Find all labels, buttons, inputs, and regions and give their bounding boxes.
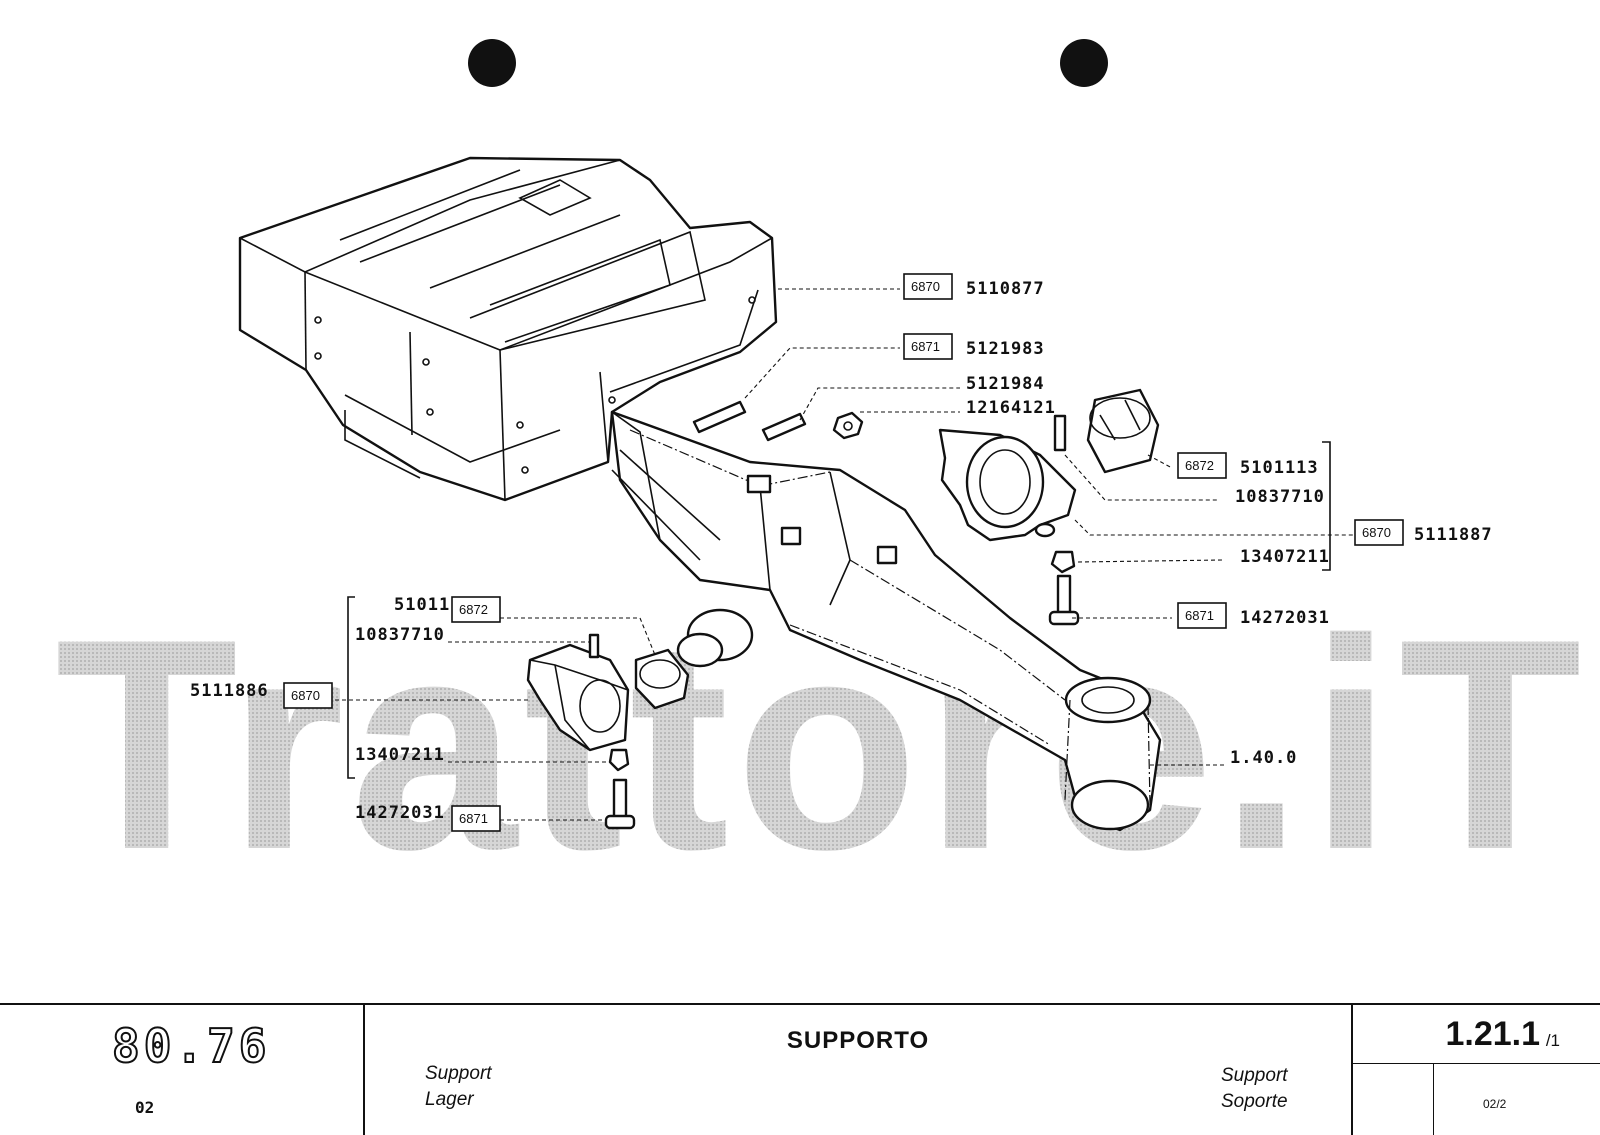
code-vertical-divider <box>1433 1063 1434 1135</box>
page-code-cell: 1.21.1 /1 02/2 <box>1353 1005 1600 1135</box>
callout-c15: 1.40.0 <box>1230 748 1297 768</box>
right-bushing-part <box>1086 388 1160 474</box>
left-support-part <box>526 633 630 752</box>
callout-c6: 10837710 <box>1235 487 1325 507</box>
title-translation-fr: Support <box>1221 1065 1288 1086</box>
callout-c10: 5101112 6872 <box>394 595 501 623</box>
title-translation-en: Support <box>425 1063 492 1084</box>
svg-text:5110877: 5110877 <box>966 279 1045 299</box>
svg-text:6870: 6870 <box>1362 525 1391 540</box>
description-cell: SUPPORTO Support Lager Support Soporte <box>365 1005 1353 1135</box>
svg-text:5111886: 5111886 <box>190 681 269 701</box>
callout-c2: 6871 5121983 <box>903 333 1045 360</box>
front-axle-part <box>610 410 1162 832</box>
left-bushing-part <box>634 648 690 710</box>
engine-sump-part <box>238 156 778 502</box>
callout-c5: 6872 5101113 <box>1177 452 1319 479</box>
svg-text:5101113: 5101113 <box>1240 458 1319 478</box>
left-grease-nipple <box>608 748 630 772</box>
callout-c14: 14272031 6871 <box>355 803 501 832</box>
callout-c9: 6871 14272031 <box>1177 602 1330 629</box>
callout-c3: 5121984 <box>966 374 1045 394</box>
right-bolt-part <box>1048 574 1080 626</box>
model-logo: 80.76 <box>111 1018 271 1074</box>
callout-c7: 6870 5111887 <box>1354 519 1493 546</box>
callout-c8: 13407211 <box>1240 547 1330 567</box>
svg-text:6871: 6871 <box>1185 608 1214 623</box>
callout-c4: 12164121 <box>966 398 1056 418</box>
svg-text:5121983: 5121983 <box>966 339 1045 359</box>
page-code-suffix: /1 <box>1545 1031 1560 1050</box>
svg-text:14272031: 14272031 <box>1240 608 1330 628</box>
title-translation-es: Soporte <box>1221 1091 1288 1112</box>
right-grease-nipple <box>1050 550 1076 574</box>
binder-hole-left <box>468 39 516 87</box>
callout-c13: 13407211 <box>355 745 445 765</box>
binder-hole-right <box>1060 39 1108 87</box>
svg-text:6872: 6872 <box>459 602 488 617</box>
stud-bolt-1 <box>692 400 747 434</box>
svg-text:6870: 6870 <box>291 688 320 703</box>
exploded-parts-diagram: Trattore.iT <box>55 39 1582 912</box>
svg-text:14272031: 14272031 <box>355 803 445 823</box>
code-divider <box>1353 1063 1600 1064</box>
title-translation-de: Lager <box>425 1089 474 1110</box>
leader-lines <box>335 288 1353 821</box>
callout-c1: 6870 5110877 <box>903 273 1045 300</box>
stud-bolt-2 <box>761 412 807 442</box>
svg-text:5111887: 5111887 <box>1414 525 1493 545</box>
model-sub-code: 02 <box>135 1098 155 1117</box>
page-code: 1.21.1 <box>1445 1015 1540 1053</box>
title-block: 80.76 02 SUPPORTO Support Lager Support … <box>0 1003 1600 1135</box>
svg-text:6871: 6871 <box>911 339 940 354</box>
sheet-number: 02/2 <box>1483 1097 1507 1111</box>
svg-text:6870: 6870 <box>911 279 940 294</box>
svg-text:6872: 6872 <box>1185 458 1214 473</box>
callout-c11: 10837710 <box>355 625 445 645</box>
callout-c12: 5111886 6870 <box>190 681 333 709</box>
model-logo-cell: 80.76 02 <box>0 1005 365 1135</box>
page-title: SUPPORTO <box>786 1027 930 1054</box>
right-support-part <box>938 414 1077 542</box>
svg-text:6871: 6871 <box>459 811 488 826</box>
nut-part <box>832 411 864 440</box>
left-bolt-part <box>604 778 636 830</box>
axle-spindle-part <box>676 608 754 668</box>
